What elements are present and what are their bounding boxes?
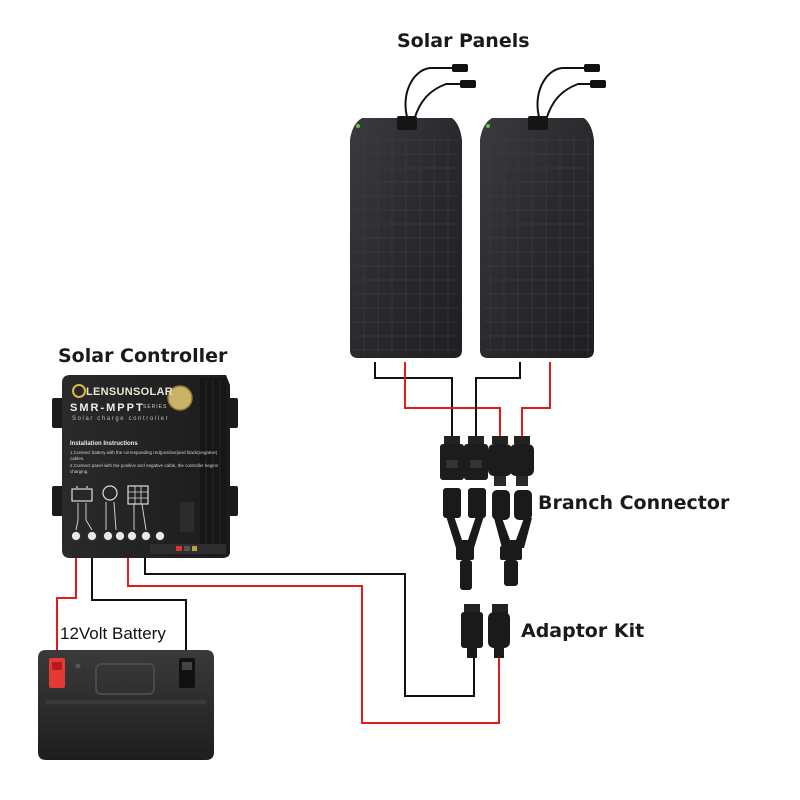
panel-2-logo bbox=[486, 124, 490, 128]
installation-step-2: 2.Connect panel with the positive and ne… bbox=[70, 463, 219, 474]
terminal-battery-positive bbox=[71, 531, 81, 541]
battery-ridge bbox=[46, 700, 206, 704]
panel-2-plug-2 bbox=[590, 80, 606, 88]
battery-top-recess bbox=[95, 663, 155, 695]
battery-vent-icon bbox=[75, 663, 81, 669]
controller-wiring bbox=[56, 558, 500, 724]
panel-2-plug bbox=[584, 64, 600, 72]
mc4-connector-2 bbox=[464, 436, 488, 480]
branch-connector-label: Branch Connector bbox=[538, 492, 730, 514]
panel-2-cable bbox=[536, 67, 584, 121]
panel-1-junction-box bbox=[397, 116, 417, 130]
terminal-temp-sensor bbox=[155, 531, 165, 541]
panel-2-cable-2 bbox=[545, 83, 592, 121]
adaptor-kit-negative bbox=[461, 604, 483, 658]
solar-controller-label: Solar Controller bbox=[58, 345, 228, 367]
controller-to-adaptor-positive-wire bbox=[127, 558, 500, 724]
solar-panel-symbol-icon bbox=[127, 485, 149, 505]
panel-1-plug bbox=[452, 64, 468, 72]
terminal-panel-negative bbox=[141, 531, 151, 541]
controller-subtitle: Solar charge controller bbox=[72, 416, 170, 422]
panel-2-negative-wire bbox=[475, 362, 521, 440]
solar-panels-label: Solar Panels bbox=[397, 30, 530, 52]
terminal-load-negative bbox=[115, 531, 125, 541]
solar-controller bbox=[52, 375, 238, 558]
battery-negative-wire bbox=[91, 558, 187, 662]
load-bulb-icon bbox=[102, 485, 118, 501]
mc4-connector-1 bbox=[440, 436, 464, 480]
controller-spec-label bbox=[180, 502, 194, 532]
adaptor-kit-label: Adaptor Kit bbox=[521, 620, 645, 642]
branch-connector-negative bbox=[443, 488, 486, 590]
panel-1-positive-wire bbox=[404, 362, 501, 440]
controller-terminals bbox=[71, 531, 165, 541]
panel-1-negative-wire bbox=[374, 362, 453, 440]
panel-2-junction-box bbox=[528, 116, 548, 130]
panel-1-cable bbox=[404, 67, 452, 121]
panel-1-cable-2 bbox=[413, 83, 462, 121]
battery-12v bbox=[38, 650, 214, 760]
terminal-panel-positive bbox=[127, 531, 137, 541]
solar-panel-2 bbox=[480, 64, 606, 358]
mc4-connector-4 bbox=[510, 436, 534, 486]
battery-symbol-icon bbox=[71, 488, 93, 502]
mppt-badge-icon bbox=[167, 385, 193, 411]
controller-series: SERIES bbox=[143, 404, 168, 410]
controller-model: SMR-MPPT bbox=[70, 402, 145, 414]
panel-wiring bbox=[374, 362, 551, 440]
panel-2-positive-wire bbox=[521, 362, 551, 440]
adaptor-kit-positive bbox=[488, 604, 510, 658]
installation-step-1: 1.Connect battery with the corresponding… bbox=[70, 450, 218, 461]
battery-body bbox=[38, 650, 214, 760]
controller-brand: LENSUNSOLAR bbox=[86, 386, 174, 398]
panel-1-logo bbox=[356, 124, 360, 128]
solar-panel-1 bbox=[350, 64, 476, 358]
controller-to-adaptor-negative-wire bbox=[144, 558, 475, 697]
panel-2-cells bbox=[484, 136, 590, 354]
branch-connector-positive bbox=[492, 490, 532, 586]
terminal-load-positive bbox=[103, 531, 113, 541]
mc4-connector-3 bbox=[488, 436, 512, 486]
battery-label: 12Volt Battery bbox=[60, 624, 166, 643]
battery-positive-wire bbox=[56, 558, 77, 662]
brand-logo-icon bbox=[72, 384, 86, 398]
installation-title: Installation Instructions bbox=[70, 441, 138, 447]
panel-1-plug-2 bbox=[460, 80, 476, 88]
terminal-battery-negative bbox=[87, 531, 97, 541]
panel-1-cells bbox=[354, 136, 458, 354]
